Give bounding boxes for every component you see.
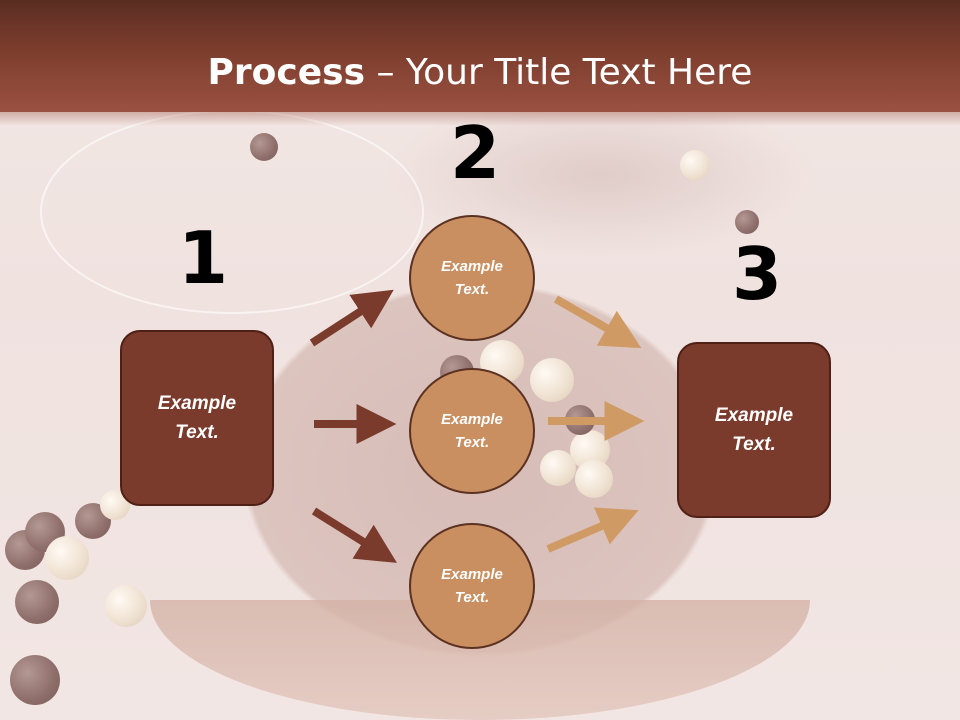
step-2-circle-2-text: Example Text.	[441, 411, 503, 451]
slide-title: Process – Your Title Text Here	[0, 52, 960, 93]
decor-ball	[540, 450, 576, 486]
step-number-2: 2	[450, 111, 501, 195]
step-2-circle-2: Example Text.	[409, 368, 535, 494]
title-bar	[0, 0, 960, 112]
step-3-box: Example Text.	[677, 342, 831, 518]
title-bar-fade	[0, 104, 960, 126]
slide-title-rest: – Your Title Text Here	[365, 52, 753, 93]
slide-title-bold: Process	[207, 52, 366, 93]
step-2-circle-1-text: Example Text.	[441, 258, 503, 298]
decor-ball	[10, 655, 60, 705]
decor-ball	[735, 210, 759, 234]
decor-ball	[45, 536, 89, 580]
step-1-box: Example Text.	[120, 330, 274, 506]
arrow-2a-to-3	[554, 295, 642, 349]
decor-ball	[530, 358, 574, 402]
step-3-text: Example Text.	[714, 405, 794, 455]
step-2-circle-1: Example Text.	[409, 215, 535, 341]
arrow-2c-to-3	[546, 507, 639, 553]
decor-ball	[105, 585, 147, 627]
decor-ball	[15, 580, 59, 624]
decor-ball	[575, 460, 613, 498]
step-number-3: 3	[732, 232, 783, 316]
step-1-text: Example Text.	[157, 393, 237, 443]
step-2-circle-3: Example Text.	[409, 523, 535, 649]
step-2-circle-3-text: Example Text.	[441, 566, 503, 606]
arrow-1-to-2c	[311, 507, 397, 563]
step-number-1: 1	[178, 216, 229, 300]
arrow-1-to-2a	[309, 289, 394, 347]
decor-ball	[250, 133, 278, 161]
decor-ball	[680, 150, 710, 180]
